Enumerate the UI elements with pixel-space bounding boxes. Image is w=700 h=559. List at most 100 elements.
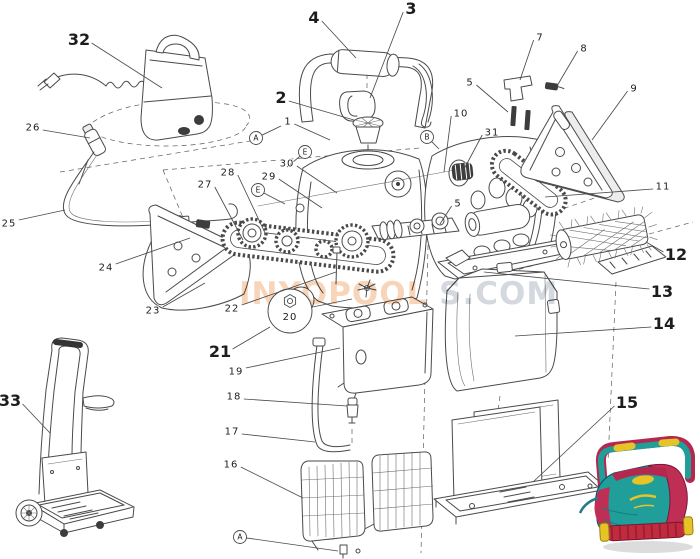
callout-12: 12 [665,245,687,264]
callout-3: 3 [405,0,416,18]
watermark-right: S.COM [439,276,558,312]
handle-assembly-art [298,49,434,129]
callout-leader-21 [232,326,271,350]
callout-24: 24 [99,263,114,274]
callout-leader-12 [645,241,664,253]
caddy-cart-art [15,337,135,537]
callout-leader-16 [240,466,304,499]
filter-frame-art [433,399,609,525]
ref-letter-A: A [253,134,259,143]
callout-9: 9 [630,84,637,95]
ref-letter-E: E [256,186,261,195]
callout-leader-9 [591,90,628,141]
ref-letter-E: E [303,148,308,157]
callout-18: 18 [227,392,242,403]
callout-leader-4 [321,20,357,59]
ref-letter-A: A [237,533,243,542]
left-side-plate-art [142,204,251,311]
callout-leader-26 [42,129,91,139]
callout-leader-29 [278,178,323,209]
callout-30: 30 [280,159,295,170]
callout-leader-27 [214,186,244,241]
callout-leader-3 [369,11,404,99]
impeller-art [352,116,384,153]
callout-11: 11 [656,182,671,193]
ref-letter-B-circle [420,130,434,144]
callout-22: 22 [225,304,240,315]
callout-leader-31 [462,134,483,172]
callout-14: 14 [653,314,675,333]
brush-thumbnail [599,516,694,542]
ref-letter-A-circle [249,131,263,145]
callout-4: 4 [308,8,319,27]
callout-15: 15 [616,393,638,412]
ref-letter-leader-E [263,192,286,205]
callout-26: 26 [26,123,41,134]
ref-letter-A-circle [233,530,247,544]
filter-bag-art [444,261,561,392]
callout-2: 2 [275,88,286,107]
callout-leader-24 [115,237,191,265]
callout-17: 17 [225,427,240,438]
reference-letter-layer: A E E B A [233,125,440,552]
callout-leader-5 [439,205,452,225]
callout-16: 16 [224,460,239,471]
callout-leader-13 [483,271,650,290]
valve-art [346,397,359,446]
callout-31: 31 [485,128,500,139]
brush-roller-art [550,206,658,268]
drive-train-art [220,169,456,314]
callout-25: 25 [2,219,17,230]
callout-leader-8 [556,50,578,87]
callout-leader-18 [243,398,348,407]
callout-leader-23 [162,282,206,308]
callout-27: 27 [198,180,213,191]
callout-28: 28 [221,168,236,179]
pump-box-art [321,246,434,400]
callout-29: 29 [262,172,277,183]
callout-20: 20 [283,312,298,323]
callout-5: 5 [454,199,461,210]
callout-leader-5 [476,84,509,113]
ref-letter-leader-B [431,141,440,150]
ref-letter-E-circle [251,183,265,197]
callout-leader-25 [18,209,66,221]
ref-letter-leader-E [286,155,301,168]
product-photo-thumbnail [578,435,695,553]
callout-21: 21 [209,342,231,361]
filter-basket-art [300,451,434,559]
callout-33: 33 [0,391,21,410]
right-drive-art [451,75,658,268]
callout-leader-32 [91,42,163,89]
callout-23: 23 [146,306,161,317]
hex-nut-icon-center [286,297,294,305]
detail-bubble-leader [307,298,353,309]
callout-leader-33 [22,403,51,434]
ref-letter-leader-A [261,125,282,136]
watermark-left: INYOPOOL [239,276,427,312]
callout-32: 32 [68,30,90,49]
callout-13: 13 [651,282,673,301]
callout-leader-7 [519,39,535,81]
callout-leader-2 [288,100,355,121]
callout-leader-28 [237,174,266,234]
callout-8: 8 [580,44,587,55]
callout-leader-15 [532,405,615,483]
ref-letter-B: B [424,133,429,142]
callout-leader-22 [241,271,337,306]
callout-leader-19 [245,347,341,369]
ref-letter-E-circle [298,145,312,159]
callout-leader-11 [544,188,654,198]
detail-bubble: 20 [267,288,353,334]
callout-leader-17 [241,433,316,443]
callout-leader-30 [296,165,338,194]
callout-leader-10 [443,115,452,173]
callout-7: 7 [536,33,543,44]
callout-10: 10 [454,109,469,120]
power-supply-art [37,34,250,147]
callout-19: 19 [229,367,244,378]
ref-letter-leader-A [246,537,339,552]
hose-art [311,337,359,453]
